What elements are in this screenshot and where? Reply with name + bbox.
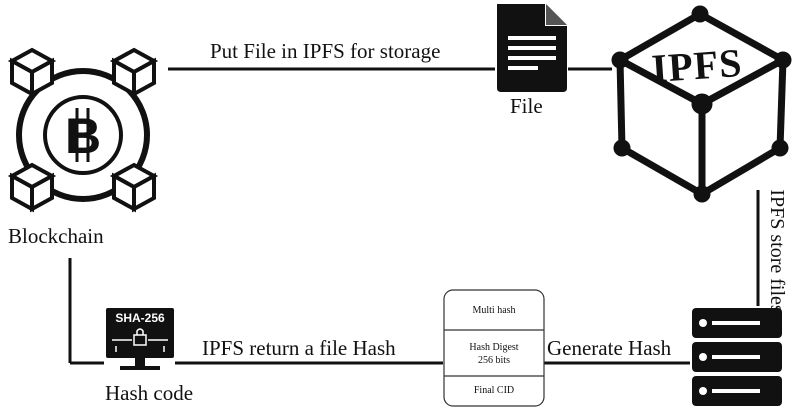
put-file-label: Put File in IPFS for storage — [210, 39, 441, 63]
return-hash-label: IPFS return a file Hash — [202, 336, 396, 360]
sha256-label: SHA-256 — [115, 311, 165, 325]
final-cid-cell: Final CID — [473, 385, 515, 396]
generate-hash-label: Generate Hash — [547, 336, 672, 360]
file-label: File — [510, 94, 543, 118]
hash-code-label: Hash code — [105, 381, 194, 405]
server-icon — [692, 308, 782, 406]
multi-hash-cell: Multi hash — [472, 305, 516, 316]
cid-box — [443, 289, 545, 407]
blockchain-label: Blockchain — [8, 224, 104, 248]
hash-digest-cell: Hash Digest — [469, 342, 519, 353]
connector-lines — [68, 67, 760, 365]
bitcoin-blockchain-icon: B — [7, 47, 159, 213]
svg-text:B: B — [65, 108, 101, 164]
sha256-monitor-icon — [106, 308, 174, 370]
ipfs-store-label: IPFS store files — [766, 189, 788, 313]
digest-bits-cell: 256 bits — [478, 355, 510, 366]
file-icon — [497, 4, 567, 92]
ipfs-cube-icon — [611, 5, 792, 203]
